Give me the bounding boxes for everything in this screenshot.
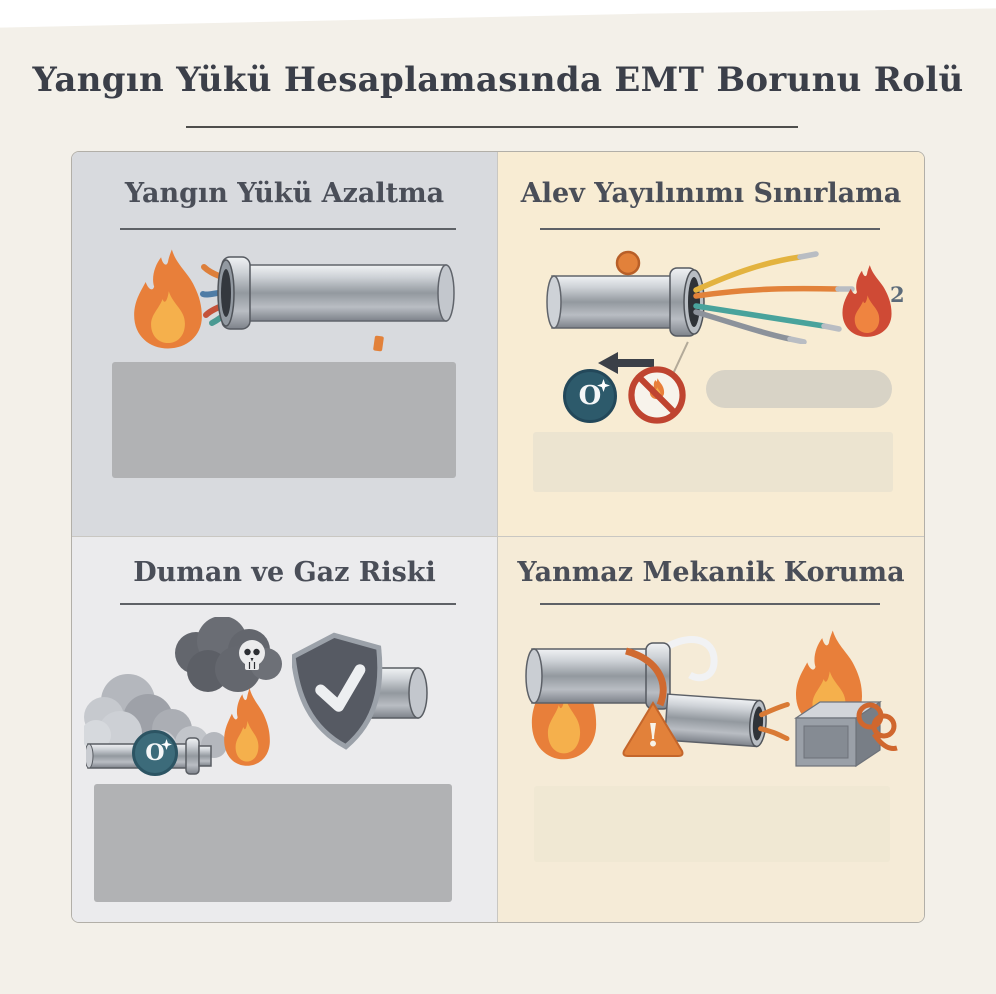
conduit-with-wires-icon: [546, 250, 855, 344]
wire-coil-icon: [871, 713, 897, 739]
fire-icon: [134, 249, 202, 349]
oxygen-letter: O: [145, 740, 165, 766]
quadrant-smoke-gas-risk: Duman ve Gaz Riski: [72, 537, 498, 922]
protection-shield-icon: [292, 632, 383, 750]
oxygen-subscript: 2: [890, 282, 905, 307]
quadrant-noncombustible-protection: Yanmaz Mekanik Koruma !: [498, 537, 924, 922]
emt-conduit-icon: [200, 256, 455, 330]
toxic-smoke-cloud: [175, 617, 282, 692]
skull-icon: [239, 640, 265, 670]
quadrant-title-underline: [540, 228, 880, 230]
quadrant-title-underline: [540, 603, 880, 605]
white-cable: [655, 636, 718, 682]
oxygen-badge: O: [132, 730, 178, 776]
junction-box-icon: [794, 700, 898, 768]
sparkle-icon: [597, 379, 610, 392]
no-fire-prohibition-icon: [628, 366, 686, 424]
top-white-artifact: [0, 0, 996, 28]
orange-dot-icon: [615, 250, 641, 276]
caption-placeholder: [94, 784, 452, 902]
quadrant-title: Duman ve Gaz Riski: [133, 557, 436, 588]
quadrant-grid: Yangın Yükü Azaltma Alev Yayılınımı Sını…: [71, 151, 925, 923]
caption-placeholder: [534, 786, 890, 862]
checkmark-icon: [315, 664, 366, 712]
quadrant-title-underline: [120, 603, 456, 605]
oxygen-badge: O: [563, 369, 617, 423]
warning-triangle-icon: !: [622, 701, 684, 757]
fire-icon: [224, 688, 270, 766]
quadrant-fire-load-reduction: Yangın Yükü Azaltma: [72, 152, 498, 537]
left-arrow-icon: [598, 352, 654, 374]
flame-icon: [842, 265, 892, 337]
quadrant-title: Alev Yayılınımı Sınırlama: [520, 178, 902, 209]
quadrant-title: Yangın Yükü Azaltma: [124, 178, 445, 209]
lower-conduit: [663, 693, 790, 748]
orange-marker: [373, 335, 384, 352]
orange-cable: [624, 647, 667, 707]
sparkle-icon: [161, 739, 172, 750]
caption-placeholder: [533, 432, 893, 492]
text-placeholder-pill: [706, 370, 892, 408]
quadrant-title: Yanmaz Mekanik Koruma: [517, 557, 905, 588]
warning-exclamation: !: [646, 716, 660, 754]
conduit-assembly-icon: [525, 636, 790, 748]
quadrant-title-underline: [120, 228, 456, 230]
caption-placeholder: [112, 362, 456, 478]
oxygen-letter: O: [578, 381, 602, 411]
title-underline: [186, 126, 798, 128]
page-title: Yangın Yükü Hesaplamasında EMT Borunu Ro…: [32, 60, 964, 100]
quadrant-flame-spread-limiting: Alev Yayılınımı Sınırlama 2 O: [498, 152, 924, 537]
